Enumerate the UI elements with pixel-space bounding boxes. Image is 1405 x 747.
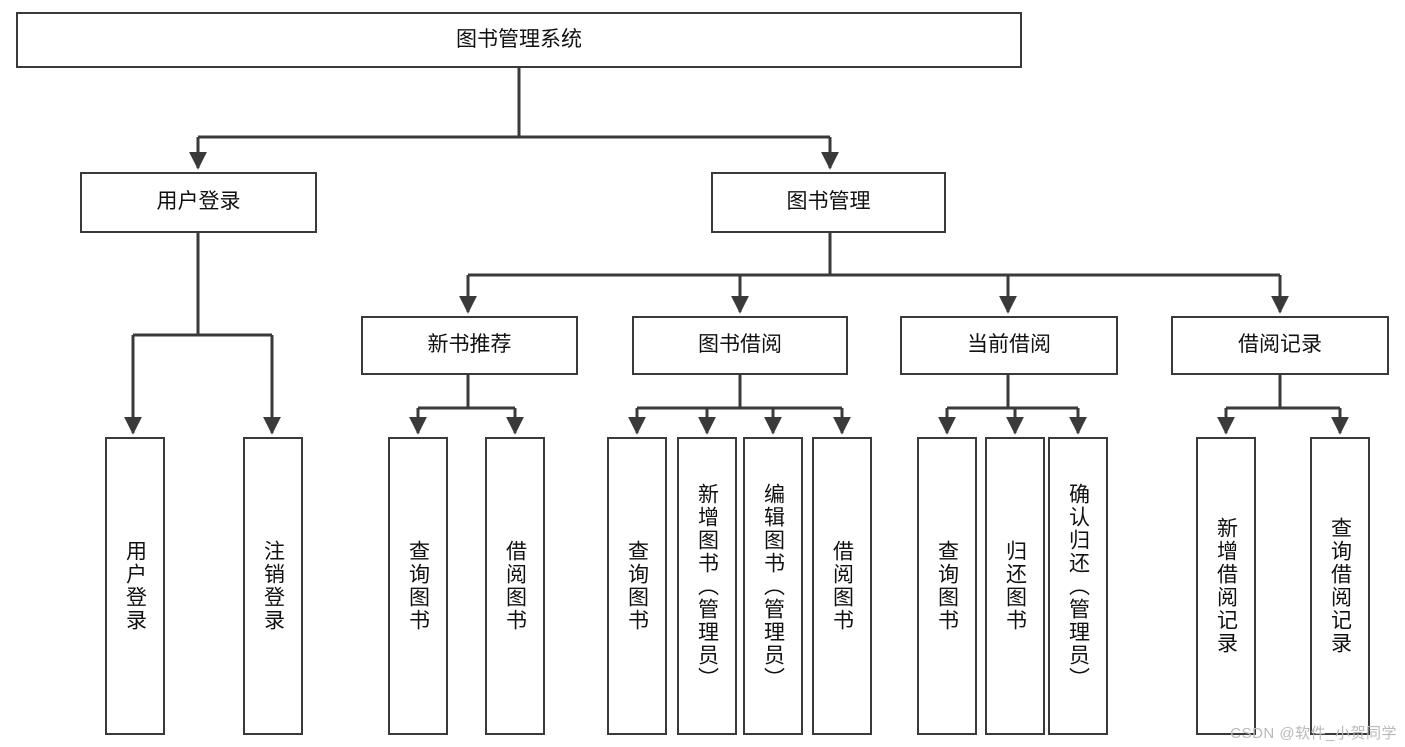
node-add-book-admin[interactable]: 新增图书（管理员）: [677, 437, 737, 735]
node-current-borrow[interactable]: 当前借阅: [900, 316, 1118, 375]
node-query-book-2[interactable]: 查询图书: [607, 437, 667, 735]
watermark: CSDN @软件_小贺同学: [1230, 725, 1397, 742]
node-edit-book-admin-label: 编辑图书（管理员）: [761, 482, 785, 690]
node-borrow-record[interactable]: 借阅记录: [1171, 316, 1389, 375]
node-user-login-label: 用户登录: [156, 190, 241, 214]
node-query-borrow-record[interactable]: 查询借阅记录: [1310, 437, 1370, 735]
node-user-logout[interactable]: 注销登录: [243, 437, 303, 735]
node-new-book-recommend-label: 新书推荐: [427, 333, 512, 357]
node-user-login-do[interactable]: 用户登录: [105, 437, 165, 735]
node-root[interactable]: 图书管理系统: [16, 12, 1022, 68]
node-edit-book-admin[interactable]: 编辑图书（管理员）: [743, 437, 803, 735]
node-borrow-book-1-label: 借阅图书: [503, 540, 527, 632]
node-user-logout-label: 注销登录: [261, 540, 285, 632]
node-query-book-3[interactable]: 查询图书: [917, 437, 977, 735]
node-current-borrow-label: 当前借阅: [967, 333, 1051, 357]
node-query-book-2-label: 查询图书: [625, 540, 649, 632]
node-user-login[interactable]: 用户登录: [80, 172, 317, 233]
node-query-book-1-label: 查询图书: [406, 540, 430, 632]
node-book-manage-label: 图书管理: [786, 190, 871, 214]
node-query-book-3-label: 查询图书: [935, 540, 959, 632]
node-new-book-recommend[interactable]: 新书推荐: [361, 316, 578, 375]
node-root-label: 图书管理系统: [456, 27, 582, 51]
node-borrow-book-1[interactable]: 借阅图书: [485, 437, 545, 735]
node-book-borrow[interactable]: 图书借阅: [632, 316, 848, 375]
node-add-borrow-record[interactable]: 新增借阅记录: [1196, 437, 1256, 735]
node-return-book[interactable]: 归还图书: [985, 437, 1045, 735]
node-borrow-book-2-label: 借阅图书: [830, 540, 854, 632]
node-add-borrow-record-label: 新增借阅记录: [1214, 517, 1238, 655]
node-query-book-1[interactable]: 查询图书: [388, 437, 448, 735]
node-query-borrow-record-label: 查询借阅记录: [1328, 517, 1352, 655]
node-return-book-label: 归还图书: [1003, 540, 1027, 632]
node-book-borrow-label: 图书借阅: [698, 333, 782, 357]
node-user-login-do-label: 用户登录: [123, 540, 147, 632]
node-borrow-book-2[interactable]: 借阅图书: [812, 437, 872, 735]
node-confirm-return-admin[interactable]: 确认归还（管理员）: [1048, 437, 1108, 735]
node-confirm-return-admin-label: 确认归还（管理员）: [1066, 482, 1090, 690]
node-add-book-admin-label: 新增图书（管理员）: [695, 482, 719, 690]
node-borrow-record-label: 借阅记录: [1238, 333, 1322, 357]
node-book-manage[interactable]: 图书管理: [711, 172, 946, 233]
